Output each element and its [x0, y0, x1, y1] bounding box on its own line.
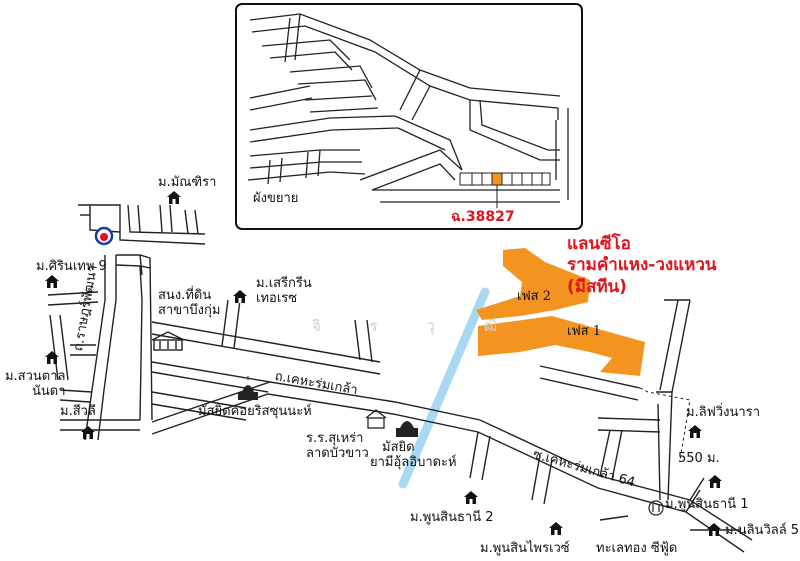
house-icon-manthira	[167, 191, 181, 204]
project-title: แลนซีโอ รามคำแหง-วงแหวน (มีสทีน)	[567, 234, 717, 298]
house-icon-livingnara	[688, 425, 702, 438]
place-land-office-line-2: สาขาบึงกุ่ม	[158, 302, 221, 318]
place-school-line-2: ลาดบัวขาว	[306, 445, 369, 461]
house-icon-serene	[233, 290, 247, 303]
mosque-icon-khoy	[238, 376, 258, 400]
house-icon-suantan	[45, 351, 59, 364]
place-school: ร.ร.สุเหร่า ลาดบัวขาว	[306, 431, 369, 462]
place-suan-tan: ม.สวนตาล นันดา	[2, 369, 66, 400]
place-serene: ม.เสรีกรีน เทอเรซ	[256, 276, 312, 307]
place-punsin-2: ม.พูนสินธานี 2	[410, 510, 494, 525]
place-distance: 550 ม.	[678, 451, 720, 466]
place-punsin-phrai: ม.พูนสินไพรเวซ์	[480, 541, 570, 556]
project-phase-1	[478, 316, 645, 376]
house-icon-sirin	[45, 275, 59, 288]
place-school-line-1: ร.ร.สุเหร่า	[306, 431, 364, 446]
house-icon-punsinphrai	[549, 522, 563, 535]
place-land-office: สนง.ที่ดิน สาขาบึงกุ่ม	[158, 288, 221, 319]
road-label-ghost: จิ ร วุ ฒิ	[312, 317, 520, 335]
phase-1-label: เฟส 1	[567, 324, 601, 339]
house-icon-nalin	[707, 523, 721, 536]
house-icon-siwalee	[81, 426, 95, 439]
inset-map	[235, 3, 583, 230]
place-manthira: ม.มัณฑิรา	[158, 175, 217, 190]
place-punsin-1: ม.พูนสินธานี 1	[665, 497, 749, 512]
house-icon-550	[708, 475, 722, 488]
place-suan-tan-line-2: นันดา	[32, 383, 66, 399]
project-title-line-2: รามคำแหง-วงแหวน	[567, 255, 717, 276]
restaurant-icon	[648, 500, 664, 516]
place-mosque-yami-line-1: มัสยิด	[382, 440, 415, 455]
government-building-icon	[151, 331, 185, 351]
place-mosque-yami: มัสยิด ยามีอุ้ลอิบาดะห์	[370, 440, 457, 471]
place-talay-thong: ทะเลทอง ซีฟู้ด	[596, 541, 678, 556]
place-serene-line-2: เทอเรซ	[256, 290, 298, 306]
phase-2-label: เฟส 2	[517, 289, 551, 304]
place-serene-line-1: ม.เสรีกรีน	[256, 276, 312, 291]
place-nalin-ville: ม.นลินวิลล์ 5	[725, 523, 800, 538]
project-phase-2	[476, 248, 590, 320]
house-icon-punsin2	[464, 491, 478, 504]
mosque-icon-yami	[396, 421, 418, 437]
place-siwalee: ม.สีวลี	[60, 404, 96, 419]
gas-station-icon	[94, 226, 114, 246]
dotted-route	[639, 387, 691, 461]
school-icon	[365, 409, 387, 429]
place-living-nara: ม.ลิฟวิ่งนารา	[686, 405, 760, 420]
inset-lot-strip	[459, 172, 551, 208]
place-suan-tan-line-1: ม.สวนตาล	[4, 369, 66, 384]
place-land-office-line-1: สนง.ที่ดิน	[158, 288, 212, 303]
canal	[398, 287, 490, 489]
place-mosque-khoy: มัสยิดคอยริสซุนนะห์	[198, 404, 312, 419]
place-sirin-thep: ม.ศิรินเทพ 9	[36, 259, 107, 274]
place-mosque-yami-line-2: ยามีอุ้ลอิบาดะห์	[370, 454, 457, 470]
project-title-line-3: (มีสทีน)	[567, 276, 627, 297]
inset-lot-label: ฉ.38827	[451, 209, 515, 225]
inset-area-label: ผังขยาย	[253, 191, 299, 206]
project-title-line-1: แลนซีโอ	[567, 234, 631, 254]
